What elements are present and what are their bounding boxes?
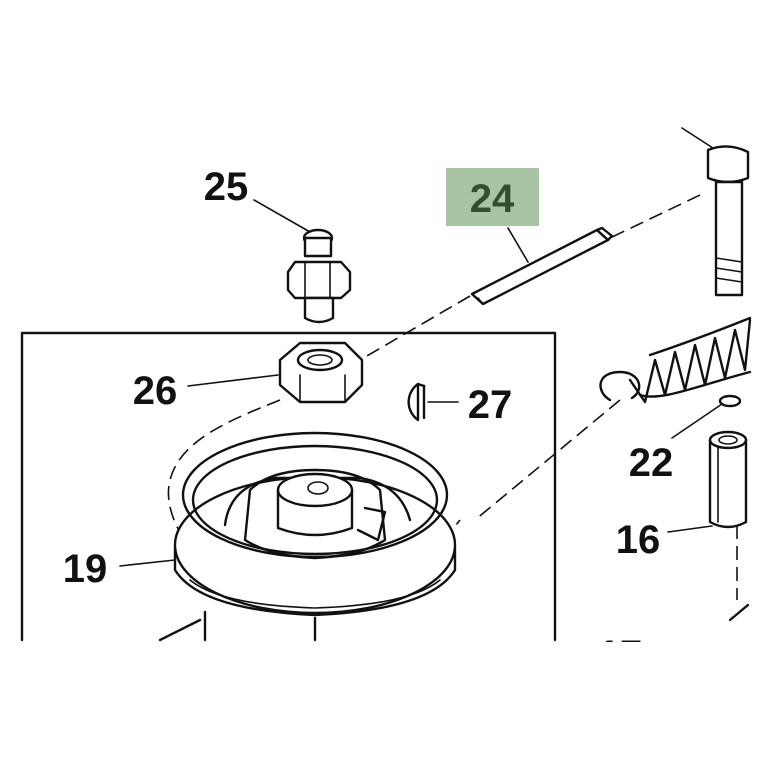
lower-bracket: [158, 603, 750, 642]
square-key-icon[interactable]: [470, 226, 614, 306]
washer-icon[interactable]: [718, 394, 742, 408]
callout-25[interactable]: 25: [204, 165, 249, 209]
bracket-frame: [20, 331, 557, 642]
callout-24[interactable]: 24: [470, 177, 515, 221]
callout-24-highlight: [446, 168, 539, 226]
pulley-icon[interactable]: [173, 431, 457, 617]
spring-icon[interactable]: [599, 316, 752, 404]
bushing-icon[interactable]: [708, 430, 748, 529]
callout-16[interactable]: 16: [616, 518, 661, 562]
callout-19[interactable]: 19: [63, 547, 108, 591]
grease-fitting-icon[interactable]: [286, 228, 352, 324]
leader-lines: [119, 199, 723, 567]
bolt-icon[interactable]: [681, 127, 750, 297]
hex-nut-icon[interactable]: [278, 341, 364, 404]
bottom-blank: [0, 642, 768, 768]
callout-27[interactable]: 27: [468, 383, 513, 427]
woodruff-key-icon[interactable]: [407, 382, 426, 422]
callout-26[interactable]: 26: [133, 369, 178, 413]
callout-22[interactable]: 22: [629, 441, 674, 485]
